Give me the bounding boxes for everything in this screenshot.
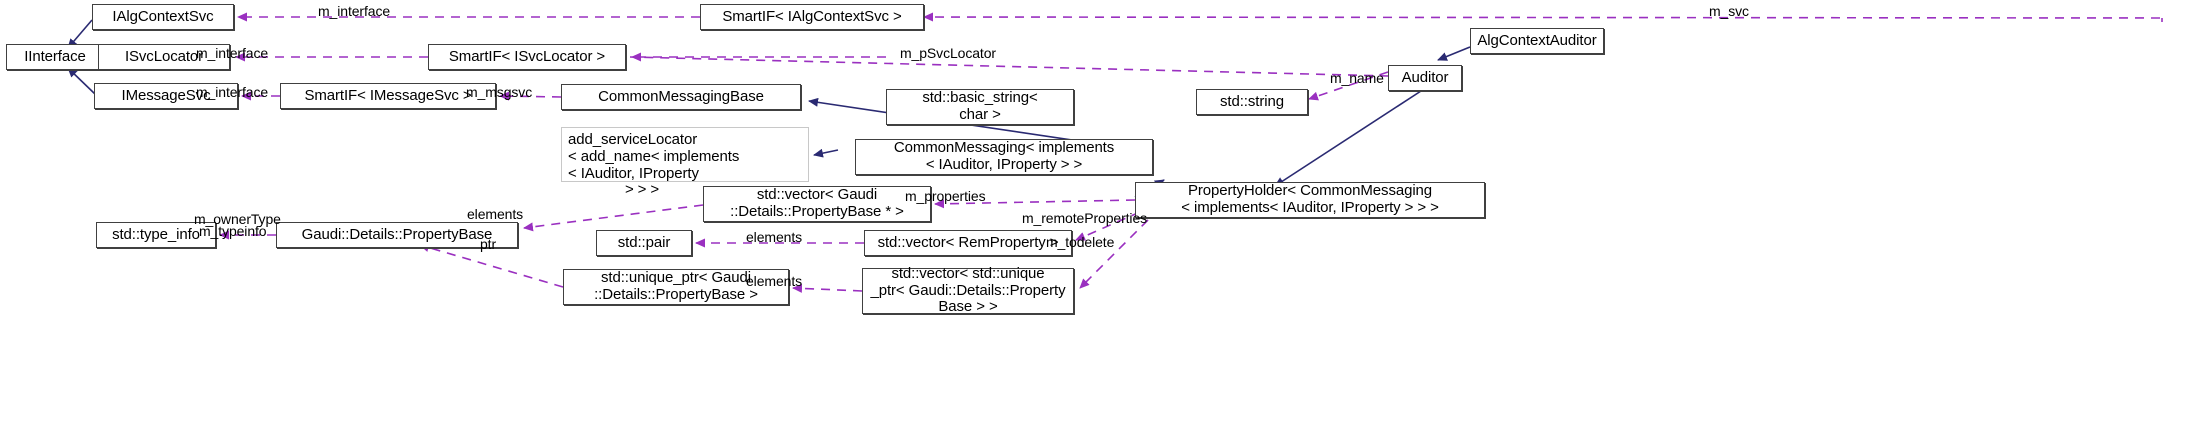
edge-label-lbl_m_msgsvc: m_msgsvc <box>466 84 533 100</box>
class-node-commonmessagingbase[interactable]: CommonMessagingBase <box>561 84 801 110</box>
class-node-iinterface[interactable]: IInterface <box>6 44 104 70</box>
class-node-commonmessaging_impl[interactable]: CommonMessaging< implements < IAuditor, … <box>855 139 1153 175</box>
class-node-smartif_imessagesvc[interactable]: SmartIF< IMessageSvc > <box>280 83 496 109</box>
class-node-std_unique_ptr_prop[interactable]: std::unique_ptr< Gaudi ::Details::Proper… <box>563 269 789 305</box>
class-node-smartif_ialgcontext[interactable]: SmartIF< IAlgContextSvc > <box>700 4 924 30</box>
class-node-std_basic_string[interactable]: std::basic_string< char > <box>886 89 1074 125</box>
edge-label-lbl_m_remoteproperties: m_remoteProperties <box>1022 210 1148 226</box>
class-node-std_pair[interactable]: std::pair <box>596 230 692 256</box>
edge-label-lbl_m_interface_mid: m_interface <box>196 45 269 61</box>
edge-label-lbl_m_psvclocator: m_pSvcLocator <box>900 45 996 61</box>
edge-label-lbl_m_interface_top: m_interface <box>318 3 391 19</box>
class-node-ialgcontextsvc[interactable]: IAlgContextSvc <box>92 4 234 30</box>
class-node-std_vector_remprop[interactable]: std::vector< RemProperty > <box>864 230 1072 256</box>
edge-label-lbl_elements_1: elements <box>467 206 524 222</box>
class-node-std_string[interactable]: std::string <box>1196 89 1308 115</box>
edge-label-lbl_m_name: m_name <box>1330 70 1384 86</box>
class-node-std_type_info[interactable]: std::type_info <box>96 222 216 248</box>
edge-label-lbl_m_svc: m_svc <box>1709 3 1749 19</box>
edge-label-lbl_m_ownertype: m_ownerType <box>194 211 281 227</box>
edge-label-lbl_ptr: ptr <box>480 236 497 252</box>
class-node-std_vector_propbase_p[interactable]: std::vector< Gaudi ::Details::PropertyBa… <box>703 186 931 222</box>
class-node-std_vector_unique_ptr[interactable]: std::vector< std::unique _ptr< Gaudi::De… <box>862 265 1074 315</box>
edge-label-lbl_m_interface_bot: m_interface <box>196 84 269 100</box>
class-node-auditor[interactable]: Auditor <box>1388 65 1462 91</box>
class-node-propertyholder[interactable]: PropertyHolder< CommonMessaging < implem… <box>1135 182 1485 218</box>
class-node-add_servicelocator[interactable]: add_serviceLocator < add_name< implement… <box>561 127 809 198</box>
class-node-gaudi_propertybase[interactable]: Gaudi::Details::PropertyBase <box>276 222 518 248</box>
class-node-smartif_isvclocator[interactable]: SmartIF< ISvcLocator > <box>428 44 626 70</box>
edge-label-lbl_elements_2: elements <box>746 229 803 245</box>
edge-label-lbl_m_typeinfo: m_typeinfo <box>199 223 267 239</box>
class-node-isvclocator[interactable]: ISvcLocator <box>98 44 230 70</box>
edge-label-lbl_m_todelete: m_todelete <box>1046 234 1115 250</box>
class-node-algcontextauditor[interactable]: AlgContextAuditor <box>1470 28 1604 54</box>
edge-label-lbl_elements_3: elements <box>746 273 803 289</box>
class-node-imessagesvc[interactable]: IMessageSvc <box>94 83 238 109</box>
edge-label-lbl_m_properties: m_properties <box>905 188 986 204</box>
